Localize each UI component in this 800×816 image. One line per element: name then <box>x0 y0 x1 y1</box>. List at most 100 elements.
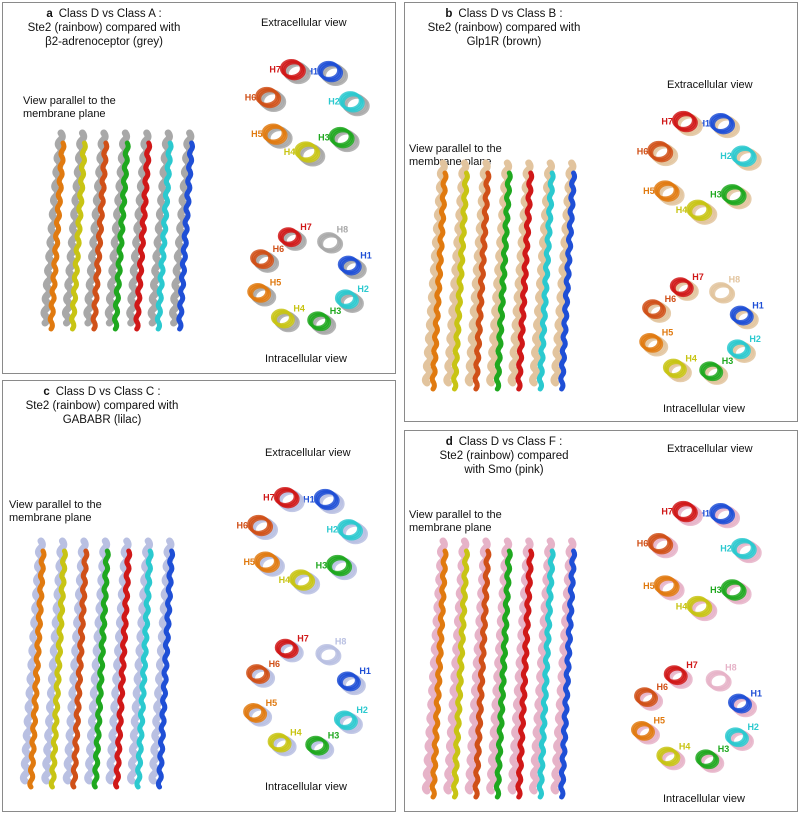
comparison-helix <box>127 537 154 785</box>
helix-label: H5 <box>662 328 674 338</box>
helix-label: H1 <box>359 666 371 676</box>
ste2-coil-h7 <box>282 61 306 81</box>
ste2-coil-h7 <box>674 113 698 133</box>
ste2-coil-h1 <box>712 505 736 525</box>
ste2-helix-h1 <box>176 140 195 332</box>
ste2-helix-h3 <box>493 548 513 800</box>
side-view-label: View parallel to the membrane plane <box>9 499 102 524</box>
ste2-coil-h6 <box>650 535 674 555</box>
ste2-coil-h3 <box>331 129 355 149</box>
comparison-helix <box>443 537 470 795</box>
helix-label: H6 <box>269 659 281 669</box>
helix-label: H4 <box>679 741 691 751</box>
ste2-helix-h1 <box>558 548 578 800</box>
ste2-coil-h2 <box>341 93 365 113</box>
helix-label: H1 <box>307 66 319 76</box>
helix-label: H1 <box>303 494 315 504</box>
comparison-helix <box>62 537 89 785</box>
comparison-helix <box>464 159 491 387</box>
ste2-coil-h7 <box>674 503 698 523</box>
panel-letter: a <box>46 8 53 20</box>
ste2-coil-h3 <box>310 313 332 332</box>
helix-label: H5 <box>653 716 665 726</box>
ste2-helix-h2 <box>536 170 556 392</box>
helix-label: H4 <box>676 601 688 611</box>
comparison-helix <box>529 537 556 795</box>
ste2-helix-h5 <box>429 548 449 800</box>
comparison-helix <box>486 537 513 795</box>
ste2-coil-h1 <box>712 115 736 135</box>
ste2-coil-h2 <box>340 521 364 541</box>
helix-label: H4 <box>279 575 291 585</box>
ste2-coil-h2 <box>729 341 751 360</box>
helix-label: H7 <box>661 116 673 126</box>
comparison-helix <box>105 537 132 785</box>
ste2-helix-h3 <box>112 140 131 332</box>
ste2-coil-h4 <box>659 749 681 767</box>
ste2-coil-h1 <box>340 258 362 276</box>
ste2-coil-h4 <box>292 571 316 591</box>
ste2-coil-h3 <box>698 751 720 770</box>
ste2-helix-h4 <box>48 548 68 790</box>
ste2-helix-h4 <box>451 548 470 800</box>
helix-label: H5 <box>266 698 278 708</box>
ste2-helix-h7 <box>515 170 535 392</box>
helix-label: H1 <box>699 118 711 128</box>
comparison-helix <box>464 537 491 795</box>
helix-label: H7 <box>269 64 281 74</box>
comparison-helix <box>421 159 448 387</box>
extracellular-label: Extracellular view <box>667 79 753 91</box>
helix-label: H2 <box>327 525 339 535</box>
comparison-helix <box>41 537 68 785</box>
ste2-coil-h2 <box>733 540 757 560</box>
ste2-helix-h5 <box>47 140 67 332</box>
helix-label: H8 <box>337 225 349 235</box>
helix-label: H2 <box>357 284 369 294</box>
comparison-helix <box>507 537 534 795</box>
ste2-coil-h6 <box>253 251 275 270</box>
helix-label: H5 <box>643 581 655 591</box>
helix-label: H5 <box>643 186 655 196</box>
ste2-coil-h5 <box>656 577 680 597</box>
helix-label: H2 <box>720 543 732 553</box>
ste2-coil-h6 <box>637 689 659 708</box>
helix-label: H2 <box>356 705 368 715</box>
helix-label: H3 <box>318 132 330 142</box>
comparison-helix <box>421 537 448 795</box>
ste2-helix-h7 <box>515 548 535 800</box>
ste2-coil-h1 <box>731 696 753 714</box>
helix-label: H2 <box>747 722 759 732</box>
ste2-coil-h5 <box>246 705 268 723</box>
ste2-helix-h2 <box>154 140 174 332</box>
helix-label: H3 <box>710 190 722 200</box>
ste2-coil-h3 <box>329 557 353 577</box>
ste2-coil-h6 <box>249 666 271 684</box>
helix-label: H6 <box>637 146 649 156</box>
helix-label: H5 <box>251 129 263 139</box>
ste2-helix-h3 <box>494 170 513 392</box>
comparison-helix <box>148 537 175 785</box>
ste2-coil-h6 <box>645 301 667 320</box>
ste2-helix-h4 <box>69 140 88 332</box>
helix-label: H7 <box>297 633 309 643</box>
helix-label: H7 <box>300 222 312 232</box>
ste2-coil-h1 <box>320 63 344 83</box>
intracellular-label: Intracellular view <box>663 793 745 805</box>
ste2-coil-h1 <box>339 673 361 692</box>
comparison-helix <box>507 159 534 387</box>
extracellular-label: Extracellular view <box>261 17 347 29</box>
ste2-helix-h7 <box>133 140 153 332</box>
comparison-coil <box>712 284 736 304</box>
comparison-helix <box>19 537 46 785</box>
helix-label: H3 <box>330 306 342 316</box>
ste2-helix-h7 <box>113 548 133 790</box>
comparison-helix <box>550 159 577 387</box>
ste2-coil-h4 <box>665 361 687 379</box>
helix-label: H1 <box>752 300 764 310</box>
